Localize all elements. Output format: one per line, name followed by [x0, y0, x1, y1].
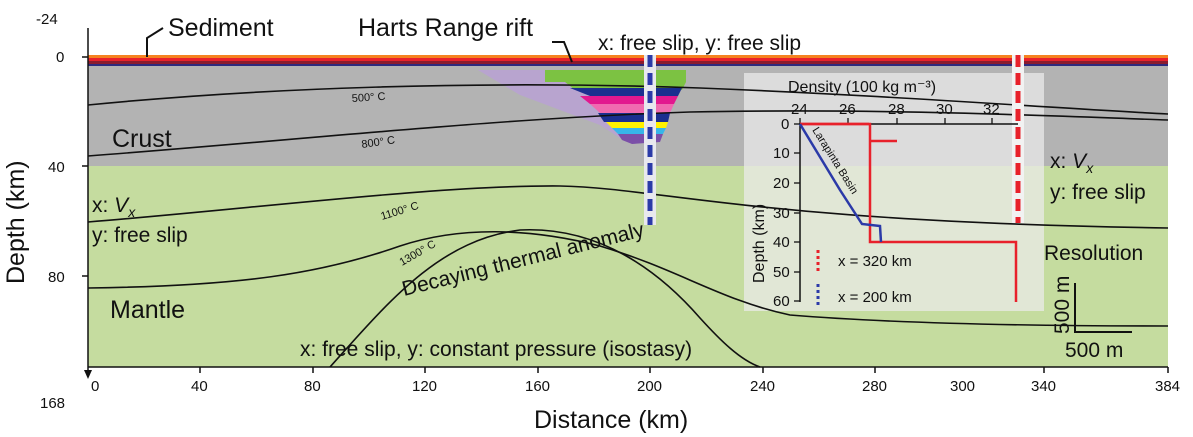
y-tick-label: 40	[48, 159, 65, 176]
inset-y-tick-label: 20	[773, 175, 790, 192]
inset-y-tick-label: 10	[773, 145, 790, 162]
y-axis-title: Depth (km)	[2, 160, 30, 284]
x-tick-label: 384	[1155, 378, 1180, 395]
x-tick-labels: 0 40 80 120 160 200 240 280 300 340 384	[91, 378, 1180, 395]
resolution-label: Resolution	[1044, 242, 1143, 265]
inset-y-ticks	[794, 123, 800, 302]
inset-x-tick-label: 30	[936, 101, 953, 118]
x-tick-label: 300	[950, 378, 975, 395]
inset-y-tick-label: 0	[781, 116, 789, 133]
inset-y-tick-label: 50	[773, 264, 790, 281]
isotherm-label: 500° C	[351, 91, 386, 105]
inset-background	[744, 73, 1044, 311]
inset-x-tick-label: 32	[983, 101, 1000, 118]
sediment-leader	[146, 27, 164, 57]
y-tick-label: 80	[48, 269, 65, 286]
x-tick-label: 160	[525, 378, 550, 395]
x-tick-marks	[199, 367, 1169, 373]
isotherm-label: 800° C	[361, 134, 396, 151]
density-profile-x200	[798, 123, 883, 243]
x-axis-title: Distance (km)	[534, 406, 688, 434]
x-tick-label: 0	[91, 378, 99, 395]
inset-y-tick-label: 40	[773, 234, 790, 251]
inset-y-axis-title: Depth (km)	[751, 204, 768, 283]
y-tick-labels: -24 0 40 80 168	[36, 11, 65, 412]
right-bc-y-label: y: free slip	[1050, 181, 1146, 204]
legend-label-x320: x = 320 km	[838, 253, 912, 270]
x-tick-label: 120	[412, 378, 437, 395]
resolution-horizontal-label: 500 m	[1065, 339, 1123, 362]
inset-x-tick-label: 28	[888, 101, 905, 118]
rift-label: Harts Range rift	[358, 14, 533, 42]
mantle-label: Mantle	[110, 296, 185, 324]
sediment-label: Sediment	[168, 14, 274, 42]
x-tick-label: 240	[750, 378, 775, 395]
x-tick-label: 40	[191, 378, 208, 395]
y-tick-marks	[82, 56, 88, 277]
rift-profile-marker	[644, 55, 656, 225]
rift-leader	[552, 41, 573, 63]
isotherm-lines	[87, 84, 1169, 368]
crust-label: Crust	[112, 125, 172, 153]
inset-y-tick-label: 30	[773, 205, 790, 222]
y-tick-label: 0	[56, 49, 64, 66]
left-bc-y-label: y: free slip	[92, 224, 188, 247]
y-tick-label: 168	[40, 395, 65, 412]
y-tick-label: -24	[36, 11, 58, 28]
x-tick-label: 340	[1031, 378, 1056, 395]
inset-x-tick-label: 24	[791, 101, 808, 118]
bottom-boundary-label: x: free slip, y: constant pressure (isos…	[300, 338, 692, 361]
legend-label-x200: x = 200 km	[838, 289, 912, 306]
x-tick-label: 80	[304, 378, 321, 395]
right-bc-x-label: x: Vx	[1050, 150, 1094, 176]
y-axis-arrow	[84, 370, 92, 379]
inset-x-tick-label: 26	[839, 101, 856, 118]
inset-x-ticks	[799, 118, 993, 124]
top-boundary-label: x: free slip, y: free slip	[598, 32, 801, 55]
inset-y-tick-label: 60	[773, 293, 790, 310]
resolution-scale-bar	[1074, 283, 1132, 333]
sediment-layers	[88, 55, 1168, 66]
left-bc-x-label: x: Vx	[92, 194, 136, 220]
x-tick-label: 200	[637, 378, 662, 395]
inset-title: Density (100 kg m⁻³)	[788, 79, 936, 96]
density-profile-x320	[800, 122, 1018, 302]
resolution-vertical-label: 500 m	[1051, 276, 1074, 334]
x-tick-label: 280	[862, 378, 887, 395]
